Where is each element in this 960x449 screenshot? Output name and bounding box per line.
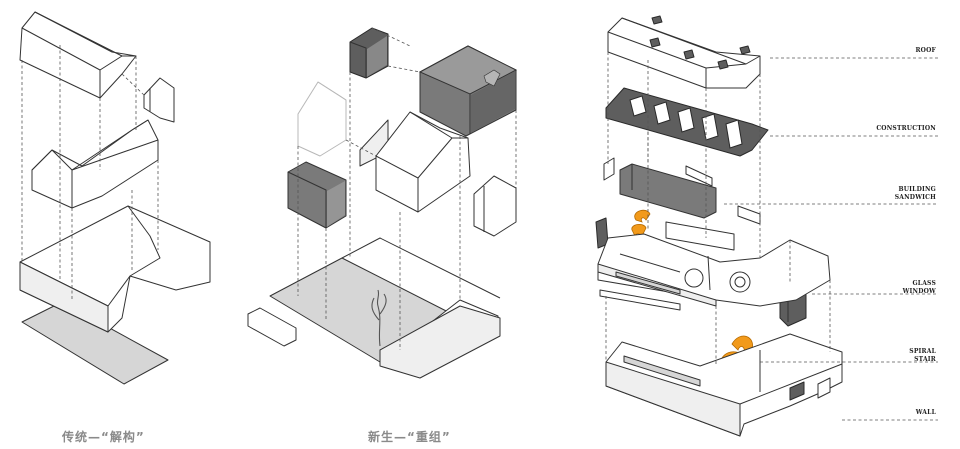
middle-ground bbox=[247, 237, 501, 379]
caption-reorganization: 新生—“重组” bbox=[368, 430, 451, 444]
layer-label-spiral-stair-line1: SPIRAL bbox=[909, 348, 936, 355]
left-exploded-house bbox=[19, 11, 211, 385]
layer-label-spiral-stair: SPIRAL STAIR bbox=[826, 348, 936, 364]
layer-label-roof: ROOF bbox=[826, 47, 936, 55]
middle-dark-box-top bbox=[349, 27, 389, 79]
layer-label-glass-window-line1: GLASS bbox=[912, 280, 936, 287]
left-ground-slab bbox=[21, 301, 169, 385]
layer-label-spiral-stair-line2: STAIR bbox=[914, 356, 936, 363]
middle-dark-box-side bbox=[287, 161, 347, 229]
right-roof-layer bbox=[607, 15, 761, 268]
left-base-walls bbox=[19, 205, 211, 333]
caption-deconstruction: 传统—“解构” bbox=[62, 430, 145, 444]
layer-label-building-sandwich-line1: BUILDING bbox=[898, 186, 936, 193]
layer-label-glass-window-line2: WINDOW bbox=[902, 288, 936, 295]
middle-tree-icon bbox=[371, 289, 387, 347]
right-projection-lines bbox=[605, 52, 831, 366]
right-exploded-house bbox=[595, 15, 938, 437]
middle-exploded-house bbox=[247, 27, 518, 379]
layer-label-construction: CONSTRUCTION bbox=[826, 125, 936, 133]
middle-white-house bbox=[375, 111, 471, 213]
left-glass-gable bbox=[143, 77, 175, 123]
layer-label-glass-window: GLASS WINDOW bbox=[826, 280, 936, 296]
right-sandwich-layer bbox=[603, 157, 761, 225]
right-floor-layer bbox=[597, 233, 831, 311]
right-stair-upper-icon bbox=[631, 209, 651, 239]
layer-label-roof-line1: ROOF bbox=[915, 47, 936, 54]
left-projection-lines bbox=[21, 45, 159, 300]
layer-label-building-sandwich-line2: SANDWICH bbox=[894, 194, 936, 201]
right-leader-lines bbox=[724, 57, 938, 421]
middle-projection-lines bbox=[297, 27, 517, 350]
layer-label-wall-line1: WALL bbox=[915, 409, 936, 416]
layer-label-building-sandwich: BUILDING SANDWICH bbox=[826, 186, 936, 202]
left-middle-volume bbox=[31, 119, 159, 209]
layer-label-construction-line1: CONSTRUCTION bbox=[876, 125, 936, 132]
middle-glass-gable bbox=[473, 175, 517, 237]
middle-ghost-house bbox=[297, 81, 389, 167]
right-wall-layer bbox=[605, 333, 843, 437]
left-roof-volume bbox=[19, 11, 137, 99]
layer-label-wall: WALL bbox=[826, 409, 936, 417]
middle-dark-cube bbox=[418, 45, 518, 137]
right-construction-layer bbox=[605, 87, 769, 157]
